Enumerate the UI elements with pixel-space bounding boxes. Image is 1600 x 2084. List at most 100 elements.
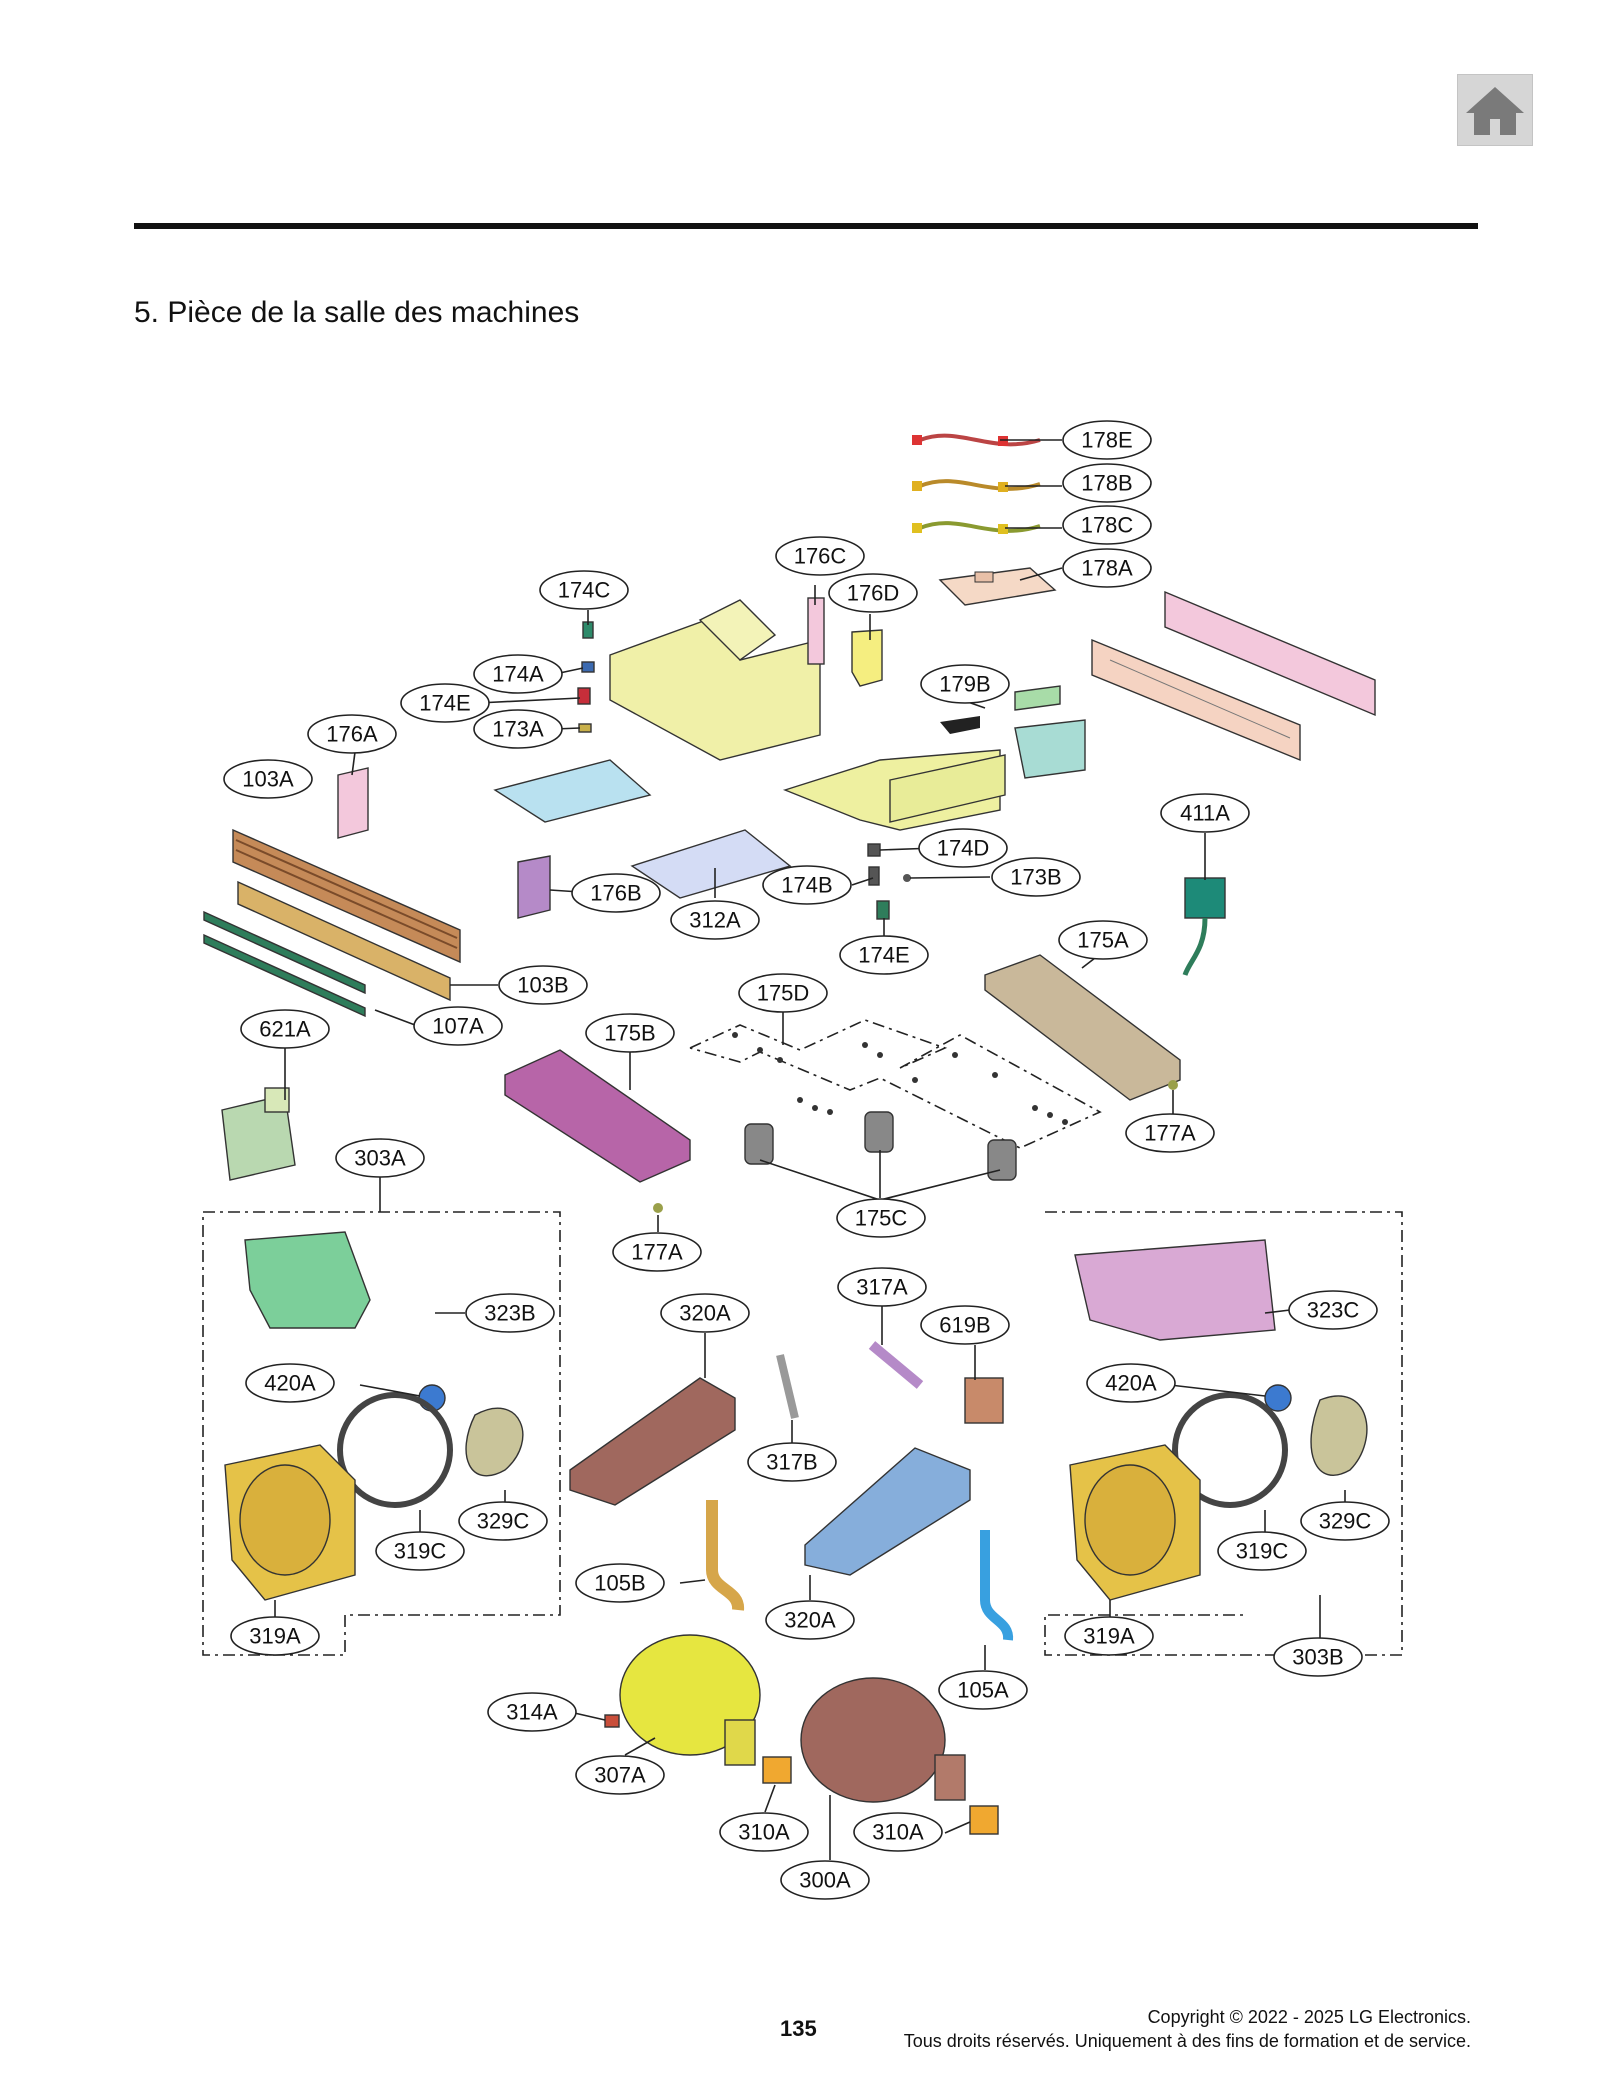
assembly-box-303B — [1044, 1211, 1403, 1656]
svg-text:307A: 307A — [594, 1763, 646, 1788]
home-icon — [1466, 87, 1524, 135]
svg-text:310A: 310A — [872, 1820, 924, 1845]
svg-text:323B: 323B — [484, 1301, 535, 1326]
callout-320A-bottom: 320A — [765, 1600, 855, 1640]
callout-176B: 176B — [571, 873, 661, 913]
callout-175D: 175D — [738, 973, 828, 1013]
svg-text:103A: 103A — [242, 767, 294, 792]
callout-175C: 175C — [836, 1198, 926, 1238]
callout-173B: 173B — [991, 857, 1081, 897]
svg-text:317A: 317A — [856, 1275, 908, 1300]
clip-174D — [867, 843, 881, 857]
callout-105A: 105A — [938, 1670, 1028, 1710]
screw-set-175D-outline — [689, 1019, 1102, 1149]
strip-179B — [940, 716, 980, 734]
svg-text:312A: 312A — [689, 908, 741, 933]
clip-174E-mid — [876, 900, 890, 920]
screw-173B — [903, 874, 911, 882]
compressor-300A — [800, 1677, 966, 1803]
caster-175C-3 — [987, 1139, 1017, 1181]
callout-174E-mid: 174E — [839, 935, 929, 975]
svg-text:621A: 621A — [259, 1017, 311, 1042]
copyright-notice: Copyright © 2022 - 2025 LG Electronics. … — [904, 2005, 1471, 2053]
rail-peach — [1091, 638, 1301, 762]
svg-text:176D: 176D — [847, 581, 900, 606]
wire-harness-178E — [912, 433, 1041, 447]
callout-619B: 619B — [920, 1305, 1010, 1345]
svg-text:177A: 177A — [631, 1240, 683, 1265]
clip-174B — [868, 866, 880, 886]
callout-174E-top: 174E — [400, 683, 490, 723]
header-rule — [134, 223, 1478, 229]
svg-text:323C: 323C — [1307, 1298, 1360, 1323]
page-number: 135 — [780, 2016, 817, 2041]
callout-179B: 179B — [920, 664, 1010, 704]
valve-317B — [776, 1354, 799, 1419]
callout-178B: 178B — [1062, 463, 1152, 503]
callout-176D: 176D — [828, 573, 918, 613]
svg-text:320A: 320A — [679, 1301, 731, 1326]
clip-174A — [581, 661, 595, 673]
svg-text:174E: 174E — [858, 943, 909, 968]
base-frame-lower — [782, 749, 1006, 831]
callout-317A: 317A — [837, 1267, 927, 1307]
svg-text:317B: 317B — [766, 1450, 817, 1475]
svg-text:178B: 178B — [1081, 471, 1132, 496]
tray-175A — [984, 954, 1181, 1101]
callout-178A: 178A — [1062, 548, 1152, 588]
svg-text:174A: 174A — [492, 662, 544, 687]
drain-pan-320A-bottom — [804, 1447, 971, 1576]
callout-329C-right: 329C — [1300, 1501, 1390, 1541]
bracket-621A — [221, 1087, 296, 1181]
callout-621A: 621A — [240, 1009, 330, 1049]
cover-179B-2 — [1014, 719, 1086, 779]
callout-312A: 312A — [670, 900, 760, 940]
overload-310A-left — [762, 1756, 792, 1784]
svg-text:174D: 174D — [937, 836, 990, 861]
svg-text:107A: 107A — [432, 1014, 484, 1039]
condenser-323B — [244, 1231, 371, 1329]
svg-text:319A: 319A — [1083, 1624, 1135, 1649]
callout-176A: 176A — [307, 714, 397, 754]
callout-303A: 303A — [335, 1138, 425, 1178]
cover-176B — [517, 855, 551, 919]
svg-text:175B: 175B — [604, 1021, 655, 1046]
plate-103B — [237, 880, 451, 1002]
strip-107A-2 — [203, 933, 366, 1018]
callout-103B: 103B — [498, 965, 588, 1005]
svg-text:174E: 174E — [419, 691, 470, 716]
svg-text:420A: 420A — [1105, 1371, 1157, 1396]
svg-text:103B: 103B — [517, 973, 568, 998]
svg-text:619B: 619B — [939, 1313, 990, 1338]
home-button[interactable] — [1457, 74, 1533, 146]
pcb-178A — [938, 567, 1057, 606]
svg-text:175D: 175D — [757, 981, 810, 1006]
callout-178E: 178E — [1062, 420, 1152, 460]
bracket-176C — [807, 597, 825, 665]
overload-310A-right — [969, 1805, 999, 1835]
drain-pan-320A-top — [569, 1377, 736, 1506]
callout-319C-right: 319C — [1217, 1531, 1307, 1571]
svg-text:173A: 173A — [492, 717, 544, 742]
plate-blue — [493, 759, 652, 823]
plate-312A — [630, 829, 792, 899]
copyright-line-2: Tous droits réservés. Uniquement à des f… — [903, 2031, 1471, 2051]
hose-105B — [706, 1500, 744, 1611]
svg-text:176A: 176A — [326, 722, 378, 747]
svg-text:176C: 176C — [794, 544, 847, 569]
caster-175C-1 — [744, 1123, 774, 1165]
callout-107A: 107A — [413, 1006, 503, 1046]
callout-300A: 300A — [780, 1860, 870, 1900]
clip-173A — [578, 723, 592, 733]
compressor-307A — [619, 1634, 761, 1766]
svg-text:178C: 178C — [1081, 513, 1134, 538]
hose-105A — [980, 1530, 1014, 1641]
motor-420A-right — [1264, 1384, 1292, 1412]
callout-317B: 317B — [747, 1442, 837, 1482]
callout-319A-right: 319A — [1064, 1616, 1154, 1656]
screw-177A-right — [1168, 1080, 1178, 1090]
callout-174D: 174D — [918, 828, 1008, 868]
valve-619B — [964, 1377, 1004, 1424]
base-frame-upper — [609, 599, 821, 761]
